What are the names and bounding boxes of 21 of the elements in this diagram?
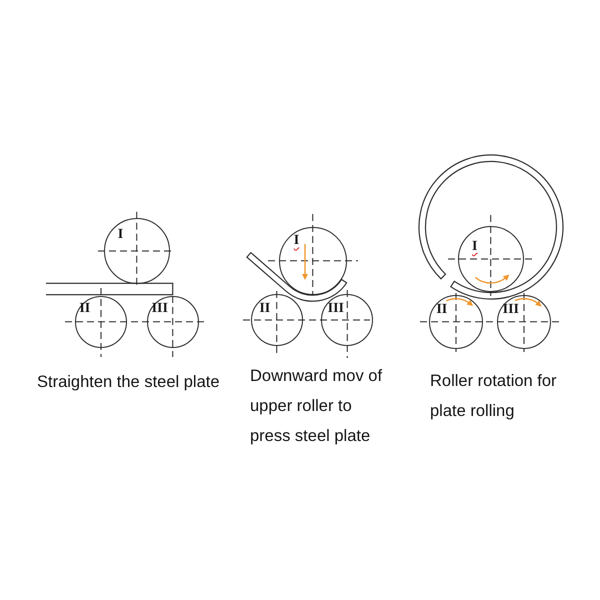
roller-numeral: III — [328, 302, 344, 316]
roller-circle — [250, 294, 303, 346]
roller-numeral: I — [118, 228, 124, 242]
roller-circle — [104, 218, 170, 284]
roller-circle — [146, 296, 199, 348]
roller-circle — [429, 294, 483, 349]
roller-circle — [497, 294, 551, 349]
roller-circle — [278, 226, 347, 295]
roller-circle — [321, 294, 374, 346]
roller-circle — [75, 296, 127, 348]
caption: Straighten the steel plate — [37, 372, 220, 393]
roller-numeral: II — [436, 302, 448, 317]
roller-numeral: II — [79, 302, 90, 316]
roller-circle — [458, 226, 524, 292]
roller-numeral: III — [502, 302, 519, 317]
caption: Downward mov of upper roller to press steel plate — [250, 366, 384, 447]
roller-numeral: I — [294, 234, 300, 250]
roller-numeral: II — [259, 302, 270, 316]
roller-numeral: I — [472, 240, 478, 256]
roller-numeral: III — [152, 302, 168, 316]
caption: Roller rotation for plate rolling — [430, 371, 558, 422]
